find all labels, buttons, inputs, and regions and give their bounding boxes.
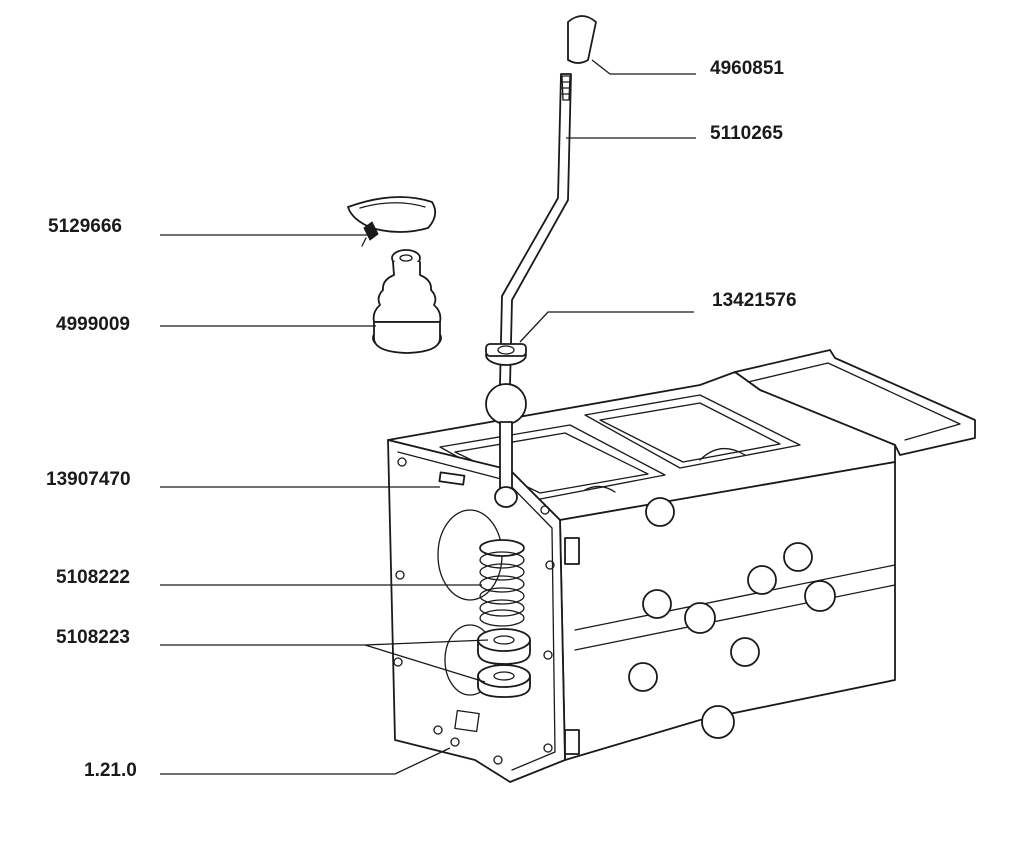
lever-ball-and-rod [485,383,527,508]
label-13421576: 13421576 [712,290,797,311]
label-5108223: 5108223 [56,627,130,648]
boot-clamp [347,196,437,247]
part-labels: 4960851 5110265 5129666 13421576 4999009… [46,58,797,781]
label-4960851: 4960851 [710,58,784,79]
label-5110265: 5110265 [710,123,783,144]
retaining-pin [438,471,466,486]
label-1-21-0: 1.21.0 [84,760,137,781]
rubber-boot [372,249,442,354]
label-4999009: 4999009 [56,314,130,335]
label-5129666: 5129666 [48,216,122,237]
gear-lever [499,73,572,386]
gear-knob [567,15,597,64]
label-5108222: 5108222 [56,567,130,588]
spring-washers [477,628,531,698]
lever-washer [485,343,527,366]
gearbox-housing [387,349,976,783]
label-13907470: 13907470 [46,469,131,490]
spring [479,539,525,627]
leader-lines [160,59,696,775]
